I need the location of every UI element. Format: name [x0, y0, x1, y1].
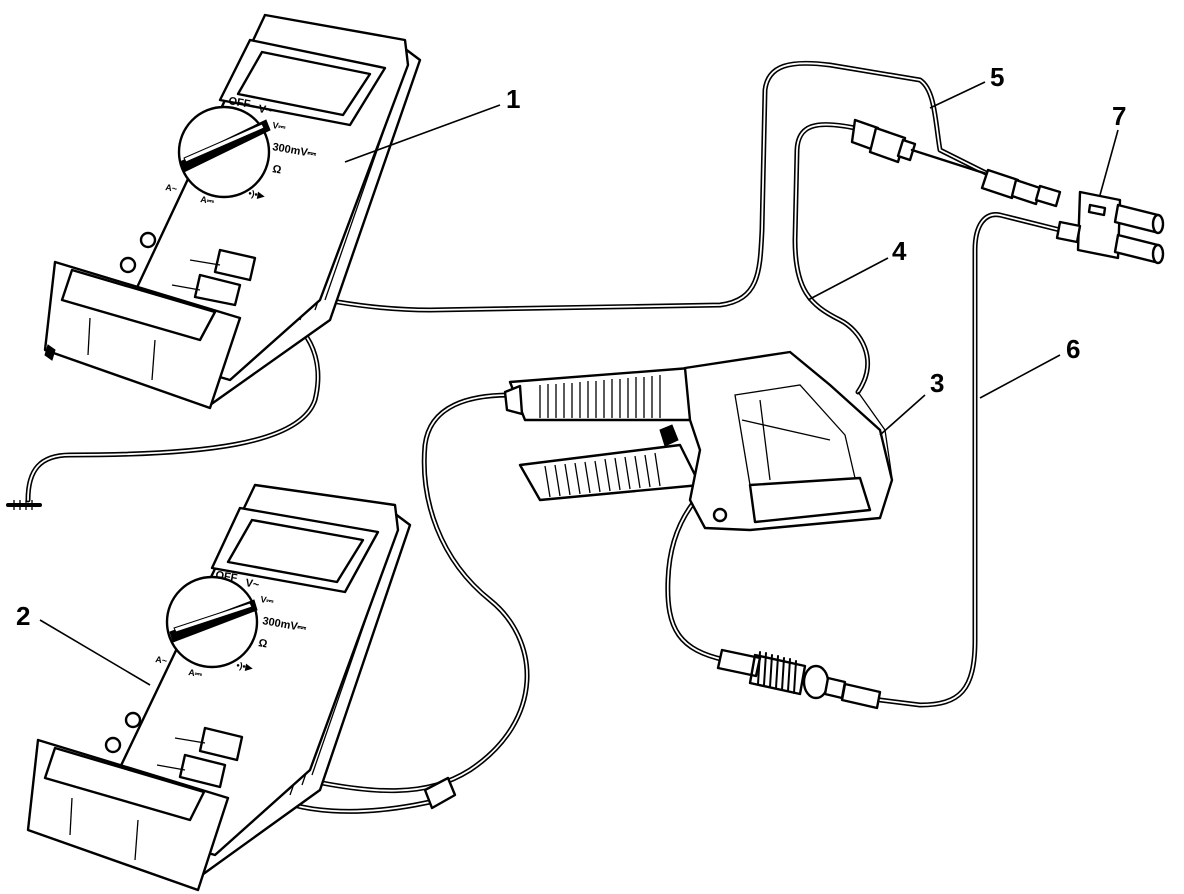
dial-label-ohm: Ω — [257, 637, 268, 650]
dual-connector-7 — [1055, 190, 1165, 265]
lcd-display — [226, 518, 365, 584]
callout-1: 1 — [506, 84, 520, 114]
dial-label-v-dc: V⎓ — [272, 120, 288, 132]
dial-label-v-dc: V⎓ — [260, 594, 276, 606]
inline-connector-lower — [716, 648, 882, 710]
dial-label-v-ac: V~ — [257, 103, 273, 117]
lead-wire-6 — [877, 212, 1063, 708]
callout-4: 4 — [892, 236, 907, 266]
callout-6: 6 — [1066, 334, 1080, 364]
input-jack — [119, 256, 137, 274]
clamp-jaw-lower — [518, 443, 702, 502]
lcd-display — [236, 50, 372, 117]
dial-label-diode: •)•▶ — [236, 660, 255, 673]
leader-lines — [39, 81, 1119, 686]
input-jack — [124, 711, 142, 729]
probe-plug — [198, 726, 244, 762]
callout-3: 3 — [930, 368, 944, 398]
dial-label-off: OFF — [227, 95, 251, 111]
dial-label-diode: •)•▶ — [248, 188, 267, 201]
callout-7: 7 — [1112, 101, 1126, 131]
dial-label-v-ac: V~ — [244, 577, 260, 591]
callouts: 1 2 3 4 5 6 7 — [16, 62, 1126, 631]
clamp-pivot — [712, 507, 728, 523]
lead-wire-4 — [792, 122, 871, 395]
multimeter-bottom: OFF V~ V⎓ 300mV⎓ Ω •)•▶ A~ A⎓ — [26, 483, 412, 892]
dial-label-a-ac: A~ — [155, 654, 168, 666]
callout-5: 5 — [990, 62, 1004, 92]
dial-label-a-dc: A⎓ — [200, 194, 216, 206]
input-jack — [104, 736, 122, 754]
ground-symbol-icon — [6, 500, 42, 510]
dial-label-ohm: Ω — [271, 163, 282, 176]
wire-joint-sleeve — [423, 776, 457, 810]
dial-label-off: OFF — [214, 569, 238, 585]
multimeter-top: OFF V~ V⎓ 300mV⎓ Ω •)•▶ A~ A⎓ — [43, 13, 422, 410]
dial-label-a-dc: A⎓ — [188, 667, 204, 679]
callout-2: 2 — [16, 601, 30, 631]
input-jack — [139, 231, 157, 249]
current-clamp-probe — [503, 350, 894, 532]
dial-label-a-ac: A~ — [165, 182, 178, 194]
clamp-jaw-upper — [508, 366, 702, 422]
inline-connector-5 — [850, 118, 1062, 208]
